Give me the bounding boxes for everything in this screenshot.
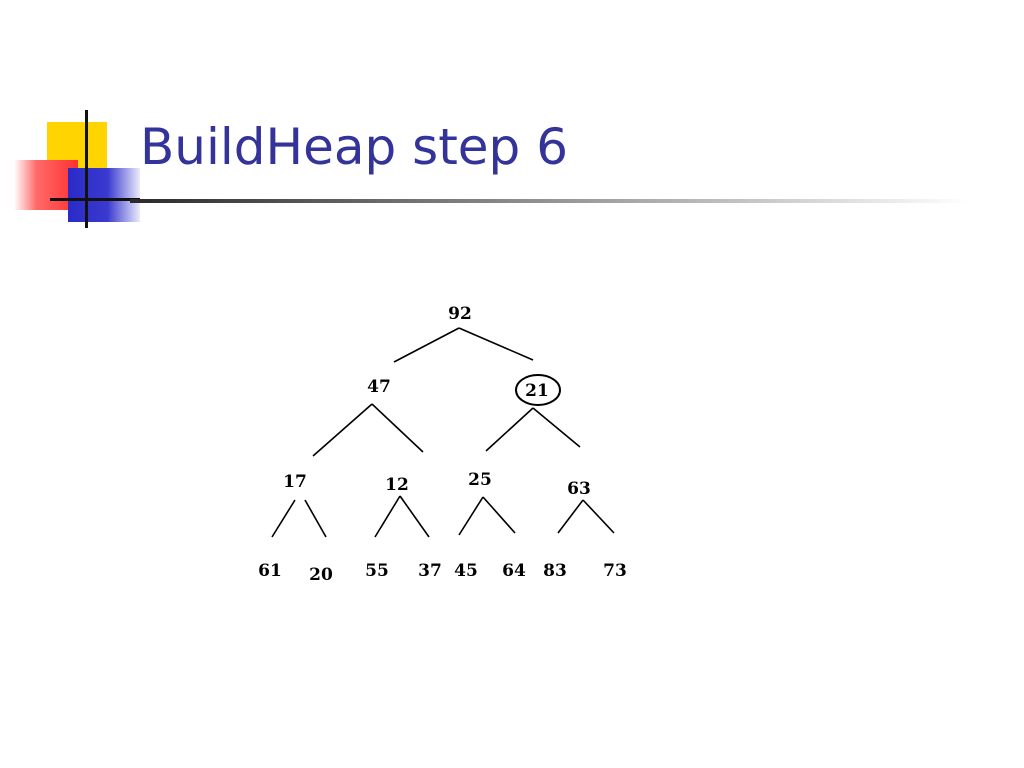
highlight-circle bbox=[515, 374, 561, 406]
node-rl: 25 bbox=[468, 470, 492, 490]
edge-ll-llr bbox=[304, 499, 327, 538]
node-rrl: 83 bbox=[543, 561, 567, 581]
edge-lr-lrr bbox=[399, 495, 430, 538]
edge-rl-rll bbox=[458, 496, 484, 536]
node-rlr: 64 bbox=[502, 561, 526, 581]
edge-r-rl bbox=[485, 407, 534, 452]
title-underline bbox=[130, 199, 970, 203]
edge-r-rr bbox=[532, 407, 581, 448]
node-root: 92 bbox=[448, 304, 472, 324]
edge-l-lr bbox=[371, 403, 424, 453]
node-rll: 45 bbox=[454, 561, 478, 581]
edge-root-l bbox=[393, 327, 460, 363]
corner-logo bbox=[0, 0, 160, 240]
edge-rr-rrr bbox=[582, 499, 615, 534]
node-r: 21 bbox=[525, 381, 549, 401]
logo-horizontal-line bbox=[50, 198, 140, 201]
node-l: 47 bbox=[367, 377, 391, 397]
edge-root-r bbox=[458, 327, 534, 361]
logo-vertical-line bbox=[85, 110, 88, 228]
node-lrr: 37 bbox=[418, 561, 442, 581]
slide-title: BuildHeap step 6 bbox=[140, 118, 569, 176]
node-lrl: 55 bbox=[365, 561, 389, 581]
edge-rr-rrl bbox=[557, 499, 584, 534]
edge-l-ll bbox=[312, 403, 373, 457]
node-lr: 12 bbox=[385, 475, 409, 495]
edge-lr-lrl bbox=[374, 495, 401, 538]
node-lll: 61 bbox=[258, 561, 282, 581]
edge-ll-lll bbox=[271, 499, 296, 538]
node-rrr: 73 bbox=[603, 561, 627, 581]
logo-red-square bbox=[14, 160, 78, 210]
logo-blue-square bbox=[68, 168, 140, 222]
edge-rl-rlr bbox=[482, 496, 516, 534]
node-rr: 63 bbox=[567, 479, 591, 499]
node-ll: 17 bbox=[283, 472, 307, 492]
node-llr: 20 bbox=[309, 565, 333, 585]
